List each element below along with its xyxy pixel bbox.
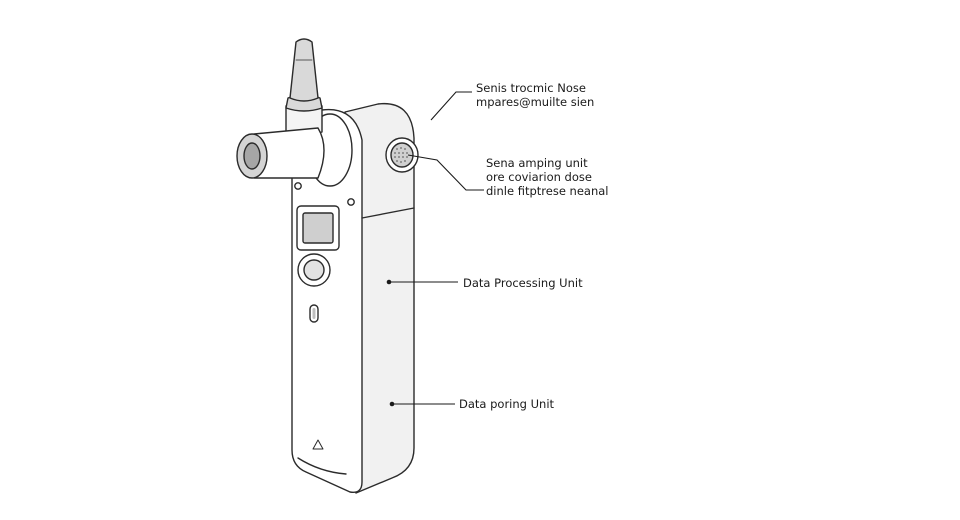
callout-sampling-line-1: Sena amping unit — [486, 156, 588, 170]
callout-sampling-line-2: ore coviarion dose — [486, 170, 592, 184]
callout-sampling-unit: Sena amping unit ore coviarion dose dinl… — [486, 156, 609, 198]
leader-sampling — [407, 154, 484, 191]
control-button-inner — [303, 259, 325, 281]
callout-sensor-nose-line-1: Senis trocmic Nose — [476, 81, 586, 95]
callout-storage-line-1: Data poring Unit — [459, 397, 555, 411]
callout-sensor-nose-line-2: mpares@muilte sien — [476, 95, 595, 109]
triangle-icon — [312, 439, 324, 450]
display-screen — [302, 212, 334, 244]
sampling-grille-dots — [394, 147, 408, 163]
screw-left — [294, 182, 302, 190]
leader-dot-storage — [389, 401, 395, 407]
callout-sampling-line-3: dinle fitptrese neanal — [486, 184, 609, 198]
nozzle-tip — [289, 38, 319, 102]
device-bottom-seam — [297, 457, 347, 475]
callout-processing-line-1: Data Processing Unit — [463, 276, 583, 290]
leader-sensor-nose — [430, 91, 472, 121]
callout-storage-unit: Data poring Unit — [459, 397, 554, 411]
device-seam — [361, 207, 415, 219]
leader-dot-processing — [386, 279, 392, 285]
callout-processing-unit: Data Processing Unit — [463, 276, 583, 290]
mouthpiece-tube — [253, 127, 325, 179]
callout-sensor-nose: Senis trocmic Nose mpares@muilte sien — [476, 81, 594, 109]
device-illustration — [236, 38, 419, 494]
screw-right — [347, 198, 355, 206]
leader-dots — [386, 279, 395, 407]
mouthpiece-opening — [243, 142, 261, 170]
indicator-slot-inner — [312, 308, 316, 319]
leader-lines — [389, 91, 484, 405]
